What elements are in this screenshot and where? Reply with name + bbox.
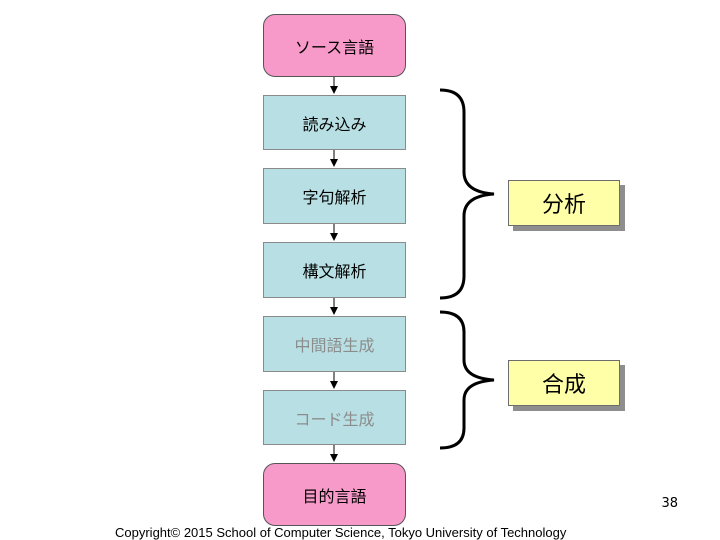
target-language-node: 目的言語 [263, 463, 406, 526]
lexical-analysis-node: 字句解析 [263, 168, 406, 224]
node-label: ソース言語 [294, 37, 375, 57]
read-input-node: 読み込み [263, 95, 406, 150]
node-label: 構文解析 [302, 262, 367, 281]
node-label: 字句解析 [302, 188, 367, 207]
page-number: 38 [661, 496, 678, 511]
source-language-node: ソース言語 [263, 14, 406, 77]
synthesis-brace [439, 310, 495, 450]
node-label: 目的言語 [302, 486, 367, 506]
analysis-label: 分析 [508, 180, 620, 226]
node-label: コード生成 [294, 409, 375, 429]
node-label: 読み込み [302, 114, 367, 134]
copyright-notice: Copyright© 2015 School of Computer Scien… [115, 525, 567, 540]
syntax-analysis-node: 構文解析 [263, 242, 406, 298]
node-label: 中間語生成 [294, 336, 375, 355]
analysis-brace [439, 88, 495, 300]
group-label: 分析 [541, 193, 586, 218]
intermediate-code-node: 中間語生成 [263, 316, 406, 372]
synthesis-label: 合成 [508, 360, 620, 406]
group-label: 合成 [541, 373, 586, 398]
code-generation-node: コード生成 [263, 390, 406, 445]
